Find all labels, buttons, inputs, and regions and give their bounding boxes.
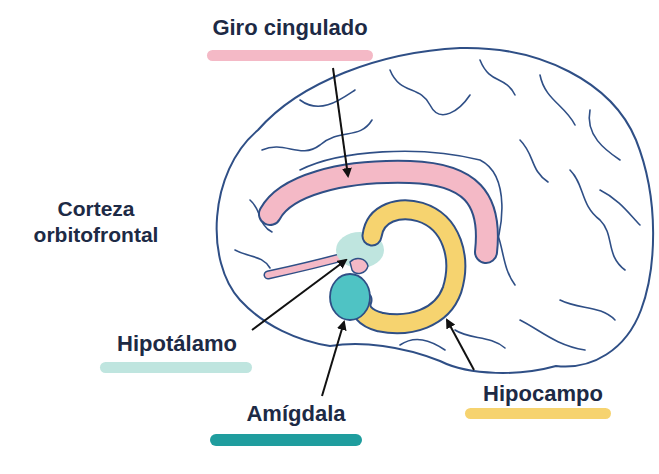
amygdala <box>330 274 370 320</box>
leader-line <box>447 320 474 370</box>
part-label: Corteza orbitofrontal <box>10 196 182 249</box>
label-bar <box>207 50 373 61</box>
hippocampus <box>361 210 456 324</box>
label-bar <box>465 408 611 419</box>
part-label: Amígdala <box>211 400 381 428</box>
pink-spot <box>350 259 368 274</box>
label-bar <box>210 434 362 446</box>
leader-line <box>322 322 344 396</box>
part-label: Giro cingulado <box>180 14 400 42</box>
brain-outline <box>217 48 653 373</box>
part-label: Hipocampo <box>458 380 628 408</box>
brain-gyri <box>235 60 640 350</box>
part-label: Hipotálamo <box>87 330 267 358</box>
leader-line <box>252 260 346 330</box>
leader-line <box>333 68 348 176</box>
label-bar <box>100 362 252 373</box>
hippocampus-outline <box>361 210 456 324</box>
leader-lines <box>252 68 474 396</box>
